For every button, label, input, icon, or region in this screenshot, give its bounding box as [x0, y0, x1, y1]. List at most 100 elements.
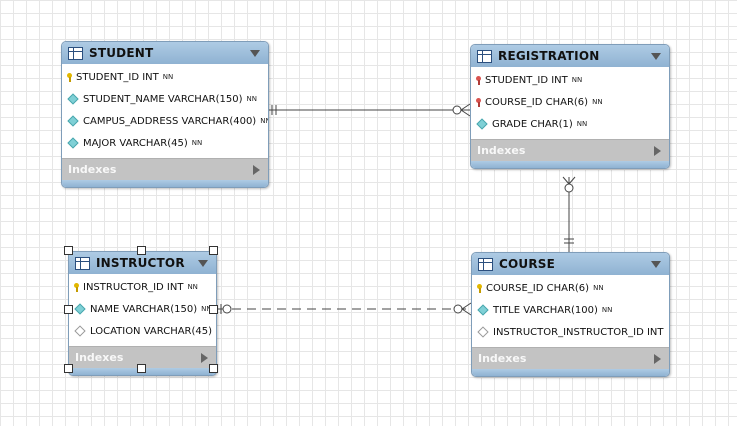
- column-name: CAMPUS_ADDRESS VARCHAR(400): [83, 115, 257, 127]
- column-name: STUDENT_ID INT: [76, 71, 159, 83]
- indexes-label: Indexes: [68, 163, 117, 176]
- indexes-section[interactable]: Indexes: [62, 158, 268, 180]
- column-name: TITLE VARCHAR(100): [493, 304, 598, 316]
- primary-key-icon: [67, 72, 72, 82]
- table-title: STUDENT: [89, 46, 154, 60]
- table-registration[interactable]: REGISTRATION STUDENT_ID INT NN COURSE_ID…: [470, 44, 670, 169]
- indexes-section[interactable]: Indexes: [472, 347, 669, 369]
- rel-course-registration[interactable]: [562, 176, 576, 252]
- not-null-tag: NN: [246, 95, 257, 103]
- resize-handle-se[interactable]: [209, 364, 218, 373]
- table-header[interactable]: INSTRUCTOR: [69, 252, 216, 274]
- expand-icon[interactable]: [654, 354, 661, 364]
- table-instructor[interactable]: INSTRUCTOR INSTRUCTOR_ID INT NN NAME VAR…: [68, 251, 217, 376]
- collapse-icon[interactable]: [651, 53, 661, 60]
- table-footer: [62, 180, 268, 187]
- not-null-tag: NN: [592, 98, 603, 106]
- column-name: COURSE_ID CHAR(6): [486, 282, 590, 294]
- column-name: STUDENT_NAME VARCHAR(150): [83, 93, 243, 105]
- column-row[interactable]: INSTRUCTOR_ID INT NN: [69, 276, 216, 298]
- resize-handle-ne[interactable]: [209, 246, 218, 255]
- nullable-column-icon: [74, 325, 86, 337]
- not-null-tag: NN: [201, 305, 212, 313]
- table-student[interactable]: STUDENT STUDENT_ID INT NN STUDENT_NAME V…: [61, 41, 269, 188]
- column-row[interactable]: CAMPUS_ADDRESS VARCHAR(400) NN: [62, 110, 268, 132]
- resize-handle-nw[interactable]: [64, 246, 73, 255]
- table-icon: [68, 46, 83, 60]
- column-row[interactable]: MAJOR VARCHAR(45) NN: [62, 132, 268, 154]
- column-icon: [67, 115, 79, 127]
- collapse-icon[interactable]: [250, 50, 260, 57]
- not-null-tag: NN: [260, 117, 268, 125]
- rel-instructor-course[interactable]: [217, 302, 472, 316]
- rel-student-registration[interactable]: [268, 103, 471, 117]
- not-null-tag: NN: [601, 306, 613, 314]
- column-row[interactable]: STUDENT_ID INT NN: [471, 69, 669, 91]
- column-name: GRADE CHAR(1): [492, 118, 573, 130]
- table-footer: [471, 161, 669, 168]
- resize-handle-w[interactable]: [64, 305, 73, 314]
- collapse-icon[interactable]: [198, 260, 208, 267]
- indexes-label: Indexes: [478, 352, 527, 365]
- column-row[interactable]: COURSE_ID CHAR(6) NN: [471, 91, 669, 113]
- column-name: STUDENT_ID INT: [485, 74, 568, 86]
- column-row[interactable]: TITLE VARCHAR(100) NN: [472, 299, 669, 321]
- not-null-tag: NN: [162, 73, 174, 81]
- column-name: INSTRUCTOR_INSTRUCTOR_ID INT: [493, 326, 664, 338]
- column-icon: [67, 137, 79, 149]
- resize-handle-s[interactable]: [137, 364, 146, 373]
- not-null-tag: NN: [187, 283, 198, 291]
- column-list: INSTRUCTOR_ID INT NN NAME VARCHAR(150) N…: [69, 274, 216, 346]
- table-header[interactable]: STUDENT: [62, 42, 268, 64]
- column-row[interactable]: STUDENT_NAME VARCHAR(150) NN: [62, 88, 268, 110]
- indexes-label: Indexes: [477, 144, 526, 157]
- column-list: COURSE_ID CHAR(6) NN TITLE VARCHAR(100) …: [472, 275, 669, 347]
- table-title: REGISTRATION: [498, 49, 600, 63]
- table-course[interactable]: COURSE COURSE_ID CHAR(6) NN TITLE VARCHA…: [471, 252, 670, 377]
- column-icon: [477, 304, 489, 316]
- column-row[interactable]: COURSE_ID CHAR(6) NN: [472, 277, 669, 299]
- column-icon: [67, 93, 79, 105]
- table-title: INSTRUCTOR: [96, 256, 185, 270]
- column-name: NAME VARCHAR(150): [90, 303, 198, 315]
- not-null-tag: NN: [593, 284, 604, 292]
- resize-handle-e[interactable]: [209, 305, 218, 314]
- column-name: COURSE_ID CHAR(6): [485, 96, 589, 108]
- column-row[interactable]: GRADE CHAR(1) NN: [471, 113, 669, 135]
- table-icon: [477, 49, 492, 63]
- resize-handle-n[interactable]: [137, 246, 146, 255]
- not-null-tag: NN: [576, 120, 588, 128]
- indexes-section[interactable]: Indexes: [471, 139, 669, 161]
- table-header[interactable]: COURSE: [472, 253, 669, 275]
- column-list: STUDENT_ID INT NN COURSE_ID CHAR(6) NN G…: [471, 67, 669, 139]
- table-icon: [75, 256, 90, 270]
- primary-key-icon: [477, 283, 482, 293]
- expand-icon[interactable]: [654, 146, 661, 156]
- not-null-tag: NN: [571, 76, 583, 84]
- column-icon: [74, 303, 86, 315]
- table-header[interactable]: REGISTRATION: [471, 45, 669, 67]
- resize-handle-sw[interactable]: [64, 364, 73, 373]
- foreign-key-column-icon: [477, 326, 489, 338]
- column-name: MAJOR VARCHAR(45): [83, 137, 188, 149]
- foreign-key-icon: [476, 97, 481, 107]
- table-icon: [478, 257, 493, 271]
- indexes-section[interactable]: Indexes: [69, 346, 216, 368]
- column-name: INSTRUCTOR_ID INT: [83, 281, 184, 293]
- column-row[interactable]: INSTRUCTOR_INSTRUCTOR_ID INT: [472, 321, 669, 343]
- column-row[interactable]: NAME VARCHAR(150) NN: [69, 298, 216, 320]
- not-null-tag: NN: [191, 139, 203, 147]
- foreign-key-icon: [476, 75, 481, 85]
- table-title: COURSE: [499, 257, 556, 271]
- expand-icon[interactable]: [201, 353, 208, 363]
- table-footer: [472, 369, 669, 376]
- column-name: LOCATION VARCHAR(45): [90, 325, 213, 337]
- column-row[interactable]: LOCATION VARCHAR(45): [69, 320, 216, 342]
- column-icon: [476, 118, 488, 130]
- indexes-label: Indexes: [75, 351, 124, 364]
- collapse-icon[interactable]: [651, 261, 661, 268]
- expand-icon[interactable]: [253, 165, 260, 175]
- primary-key-icon: [74, 282, 79, 292]
- column-row[interactable]: STUDENT_ID INT NN: [62, 66, 268, 88]
- column-list: STUDENT_ID INT NN STUDENT_NAME VARCHAR(1…: [62, 64, 268, 158]
